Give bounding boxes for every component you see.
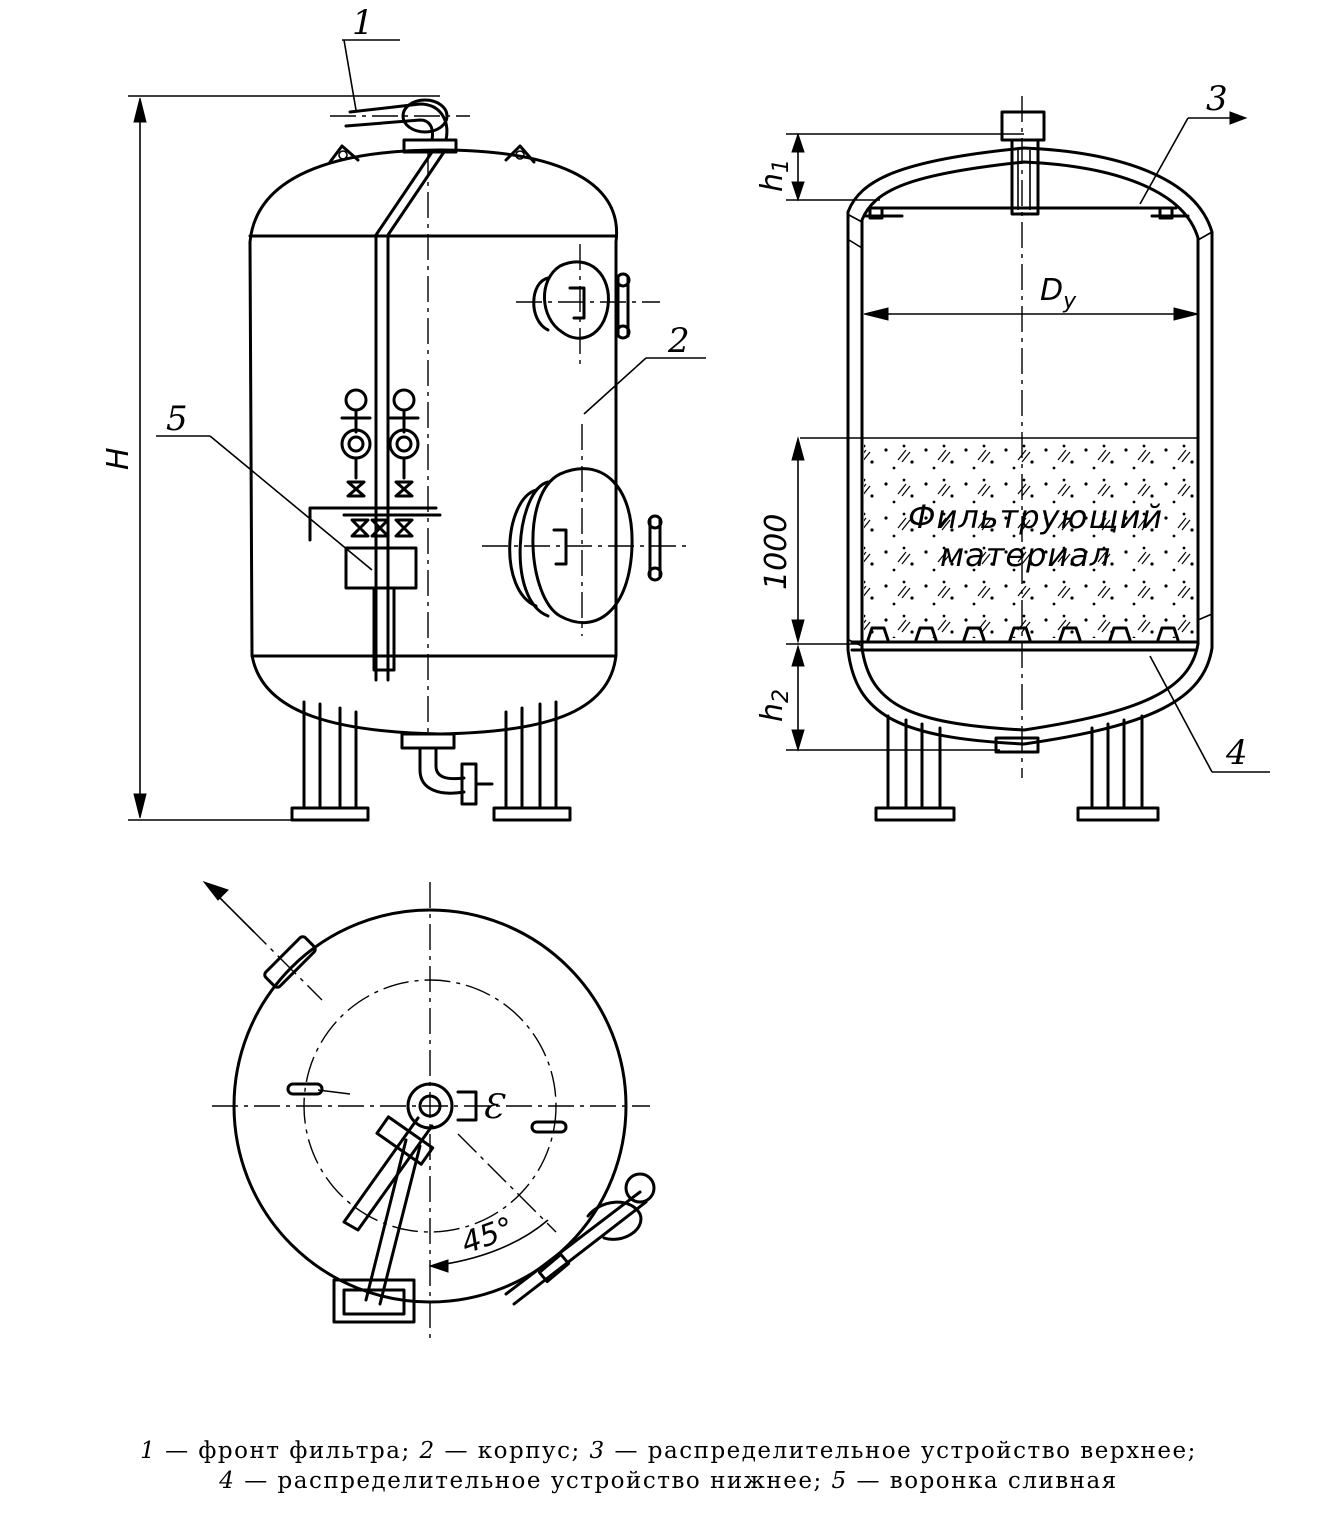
sampling-valves	[308, 388, 442, 542]
section-body-inner	[860, 160, 1200, 732]
height-label: H	[101, 447, 136, 470]
material-line-2: материал	[940, 536, 1111, 574]
filter-technical-drawing: H 1 2 5 Фильтрующий матер	[101, 3, 1270, 1340]
callout-2: 2	[667, 321, 690, 361]
callout-3: 3	[1206, 79, 1228, 119]
caption-row-1: 1 — фронт фильтра; 2 — корпус; 3 — распр…	[60, 1436, 1277, 1466]
caption-text-2: — корпус;	[435, 1438, 590, 1464]
caption-num-2: 2	[419, 1438, 436, 1464]
material-line-1: Фильтрующий	[908, 498, 1163, 536]
h2-label: h2	[755, 689, 794, 722]
diameter-label: Dy	[1040, 273, 1077, 314]
filter-material-bed	[864, 442, 1196, 638]
section-view: Фильтрующий материал Dy	[755, 79, 1270, 822]
bed-height-label: 1000	[759, 514, 794, 590]
caption-num-1: 1	[140, 1438, 157, 1464]
callout-5: 5	[166, 399, 188, 439]
caption-num-5: 5	[831, 1468, 848, 1494]
section-body-outer	[846, 146, 1214, 746]
caption-num-4: 4	[219, 1468, 236, 1494]
front-view: H 1 2 5	[101, 3, 706, 822]
lower-manhole	[482, 424, 690, 636]
angle-label: 45°	[457, 1210, 519, 1261]
top-view: Ɛ 45°	[202, 881, 656, 1340]
callout-1: 1	[352, 3, 374, 43]
caption-num-3: 3	[589, 1438, 606, 1464]
caption-text-5: — воронка сливная	[847, 1468, 1118, 1494]
figure-caption: 1 — фронт фильтра; 2 — корпус; 3 — распр…	[60, 1436, 1277, 1496]
drain-funnel	[344, 546, 418, 590]
front-body-outline	[248, 148, 619, 736]
callout-4: 4	[1225, 733, 1248, 773]
upper-manhole	[516, 244, 660, 368]
caption-text-1: — фронт фильтра;	[156, 1438, 420, 1464]
h1-label: h1	[755, 159, 794, 192]
svg-text:Ɛ: Ɛ	[482, 1087, 506, 1127]
caption-row-2: 4 — распределительное устройство нижнее;…	[60, 1466, 1277, 1496]
caption-text-3: — распределительное устройство верхнее;	[605, 1438, 1197, 1464]
caption-text-4: — распределительное устройство нижнее;	[235, 1468, 832, 1494]
